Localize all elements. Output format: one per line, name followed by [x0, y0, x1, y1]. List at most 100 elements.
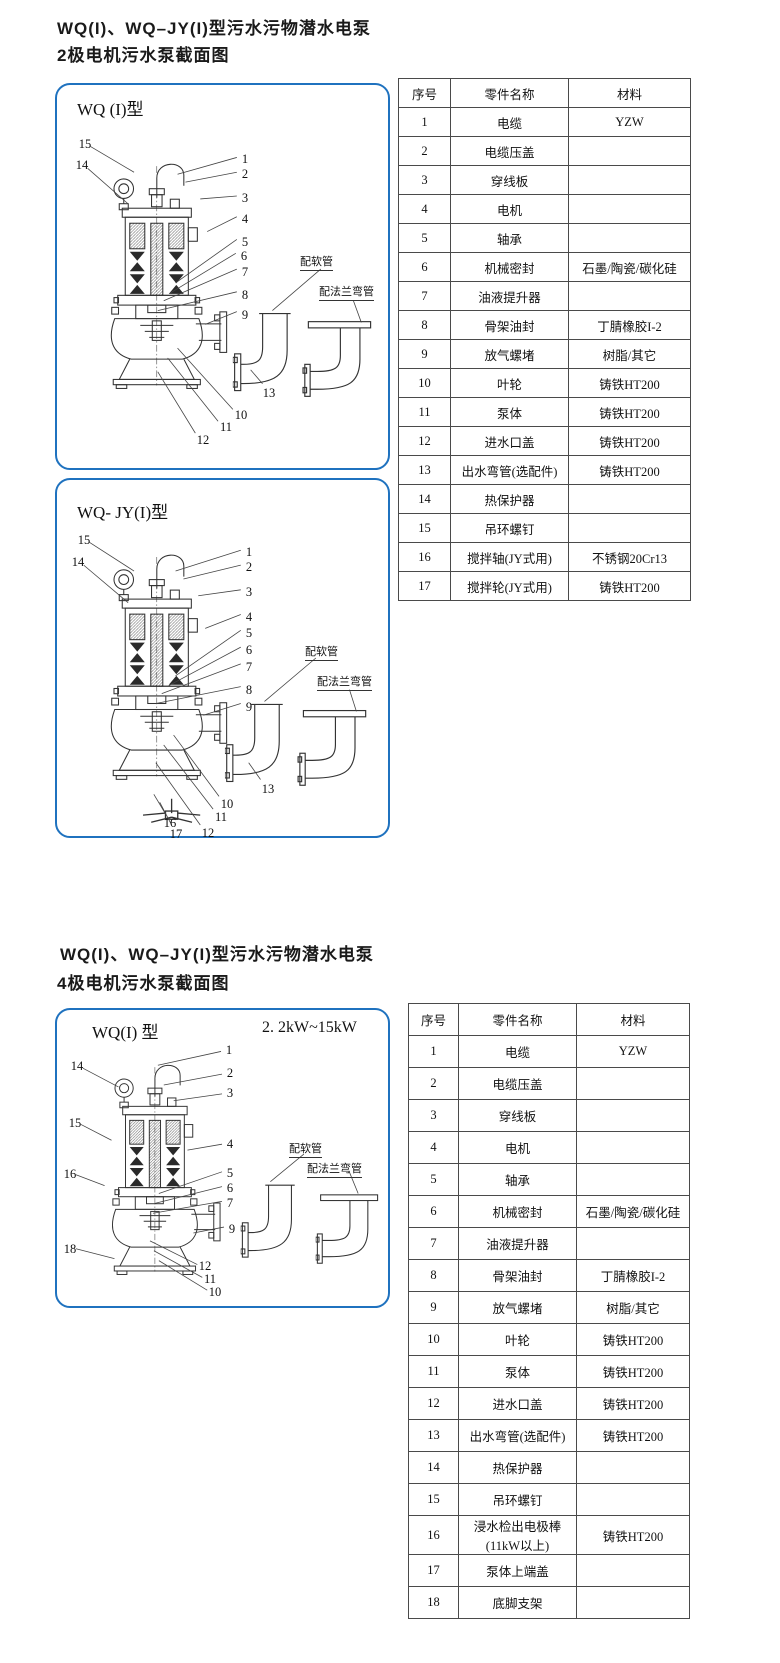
callout-number: 5 — [245, 625, 253, 640]
table-cell: 9 — [408, 1291, 459, 1324]
table-cell: 9 — [398, 339, 451, 369]
table-cell: 2 — [408, 1067, 459, 1100]
table-cell: 铸铁HT200 — [576, 1355, 690, 1388]
callout-number: 5 — [241, 234, 249, 249]
column-header: 材料 — [576, 1003, 690, 1036]
callout-number: 8 — [245, 682, 253, 697]
callout-number: 10 — [220, 796, 234, 811]
table-cell: 11 — [398, 397, 451, 427]
table-cell: 电缆 — [450, 107, 569, 137]
table-cell: 16 — [398, 542, 451, 572]
table-cell: 叶轮 — [458, 1323, 577, 1356]
table-cell: 5 — [408, 1163, 459, 1196]
table-cell: 搅拌轮(JY式用) — [450, 571, 569, 601]
diagram-model-label: WQ- JY(I)型 — [77, 503, 169, 522]
section1-title-line2: 2极电机污水泵截面图 — [57, 46, 230, 65]
callout-number: 4 — [226, 1136, 234, 1151]
table-cell: 12 — [398, 426, 451, 456]
power-range-label: 2. 2kW~15kW — [262, 1019, 357, 1036]
table-cell — [568, 165, 691, 195]
flange-elbow-drawing — [297, 709, 367, 786]
pump-cross-section-drawing — [83, 542, 367, 826]
table-cell — [568, 281, 691, 311]
table-cell: 吊环螺钉 — [450, 513, 569, 543]
table-cell: 7 — [398, 281, 451, 311]
table-cell: 底脚支架 — [458, 1586, 577, 1619]
callout-number: 3 — [226, 1085, 234, 1100]
diagram-box-wq-4pole: WQ(I) 型 2. 2kW~15kW 14 15 16 18 1 2 3 4 … — [55, 1008, 390, 1308]
table-cell: YZW — [576, 1035, 690, 1068]
soft-pipe-label: 配软管 — [289, 1140, 322, 1158]
flange-pipe-label: 配法兰弯管 — [317, 673, 372, 691]
callout-number: 7 — [245, 659, 253, 674]
table-cell: 叶轮 — [450, 368, 569, 398]
callout-number: 3 — [241, 190, 249, 205]
table-cell: 17 — [398, 571, 451, 601]
section2-title-line2: 4极电机污水泵截面图 — [57, 974, 230, 993]
callout-number: 4 — [245, 609, 253, 624]
callout-number: 14 — [75, 157, 89, 172]
table-cell: 16 — [408, 1515, 459, 1555]
table-cell: 14 — [408, 1451, 459, 1484]
callout-leader-lines — [75, 1051, 359, 1291]
table-cell: 石墨/陶瓷/碳化硅 — [576, 1195, 690, 1228]
callout-number: 15 — [68, 1115, 82, 1130]
table-cell: 铸铁HT200 — [576, 1323, 690, 1356]
callout-number: 6 — [245, 642, 253, 657]
table-cell: 电缆 — [458, 1035, 577, 1068]
table-cell: 热保护器 — [458, 1451, 577, 1484]
table-cell — [576, 1163, 690, 1196]
table-cell: 丁腈橡胶I-2 — [568, 310, 691, 340]
table-cell: 铸铁HT200 — [576, 1419, 690, 1452]
callout-number: 12 — [198, 1258, 212, 1273]
callout-number: 14 — [71, 554, 85, 569]
section2-title-line1: WQ(I)、WQ–JY(I)型污水污物潜水电泵 — [60, 945, 374, 964]
table-cell — [576, 1131, 690, 1164]
column-header: 零件名称 — [458, 1003, 577, 1036]
table-cell: 铸铁HT200 — [576, 1515, 690, 1555]
flange-elbow-drawing — [302, 321, 372, 397]
callout-number: 14 — [70, 1058, 84, 1073]
table-cell — [568, 513, 691, 543]
table-cell: 7 — [408, 1227, 459, 1260]
table-cell: 10 — [408, 1323, 459, 1356]
callout-number: 6 — [226, 1180, 234, 1195]
table-cell: 8 — [398, 310, 451, 340]
table-cell: 泵体上端盖 — [458, 1554, 577, 1587]
table-cell: 浸水检出电极棒 (11kW以上) — [458, 1515, 577, 1555]
callout-number: 11 — [214, 809, 228, 824]
soft-pipe-elbow-drawing — [232, 312, 292, 392]
diagram-box-wqjy-2pole: WQ- JY(I)型 15 14 1 2 3 4 5 6 7 8 9 13 10… — [55, 478, 390, 840]
table-cell: 电机 — [450, 194, 569, 224]
table-cell: 12 — [408, 1387, 459, 1420]
callout-number: 4 — [241, 211, 249, 226]
callout-number: 16 — [163, 815, 177, 830]
table-cell: 进水口盖 — [450, 426, 569, 456]
table-cell — [576, 1483, 690, 1516]
callout-number: 2 — [226, 1065, 234, 1080]
callout-number: 1 — [225, 1042, 233, 1057]
table-cell: 骨架油封 — [458, 1259, 577, 1292]
table-cell: 电缆压盖 — [458, 1067, 577, 1100]
table-cell: 骨架油封 — [450, 310, 569, 340]
callout-number: 10 — [234, 407, 248, 422]
table-cell: 热保护器 — [450, 484, 569, 514]
table-cell: 铸铁HT200 — [568, 571, 691, 601]
table-cell: 5 — [398, 223, 451, 253]
table-cell: 石墨/陶瓷/碳化硅 — [568, 252, 691, 282]
callout-number: 11 — [203, 1271, 217, 1286]
